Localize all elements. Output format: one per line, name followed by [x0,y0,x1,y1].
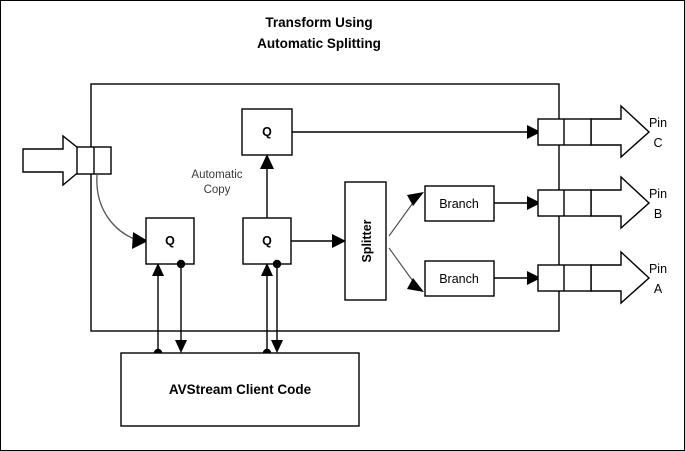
client-to-queue-input-up-arrowhead [152,263,164,276]
queue-middle-to-client-down-dot [272,259,282,269]
pin-b-output-arrow [590,175,651,230]
diagram-title-line1: Transform Using [265,15,372,30]
queue-input-label: Q [165,234,175,248]
queue-middle-to-splitter-arrowhead [332,234,346,248]
automatic-copy-arrowhead [260,154,274,169]
pin-a-label-line1: Pin [649,262,667,276]
queue-middle-to-client-down-arrowhead [271,340,283,353]
splitter-label: Splitter [360,219,374,262]
input-to-queue-curve [96,174,140,242]
queue-top-to-pinc-arrowhead [527,125,541,139]
queue-top-label: Q [262,125,272,139]
splitter-to-branch-bottom-arrowhead [407,278,424,292]
queue-middle-label: Q [262,234,272,248]
branch-label-top: Branch [439,197,479,211]
avstream-client-code-box [120,352,360,427]
avstream-client-code-label: AVStream Client Code [169,382,312,397]
splitter-to-branch-top-arrowhead [407,192,424,206]
automatic-copy-note-line1: Automatic [191,169,242,181]
queue-input-to-client-down-arrowhead [175,340,187,353]
pin-b-label-line1: Pin [649,187,667,201]
queue-input-to-client-down-dot [176,259,186,269]
splitter-to-branch-bottom-line [388,247,416,285]
branch-top-to-pinb-arrowhead [527,196,541,210]
pin-a-label-line2: A [654,282,663,296]
pin-c-label-line1: Pin [649,116,667,130]
input-to-queue-arrowhead [132,232,148,249]
splitter-box [344,181,387,301]
pin-c-label-line2: C [653,136,662,150]
client-to-queue-middle-up-arrowhead [261,263,273,276]
pin-c-output-arrow [590,104,651,159]
automatic-copy-note-line2: Copy [204,184,231,196]
pin-a-output-arrow [590,250,651,305]
branch-label-bottom: Branch [439,272,479,286]
diagram-title-line2: Automatic Splitting [257,36,381,51]
branch-box-top [424,185,495,222]
pin-b-label-line2: B [654,207,662,221]
queue-input-box [145,217,195,265]
branch-bottom-to-pina-arrowhead [527,271,541,285]
splitter-to-branch-top-line [388,199,416,237]
